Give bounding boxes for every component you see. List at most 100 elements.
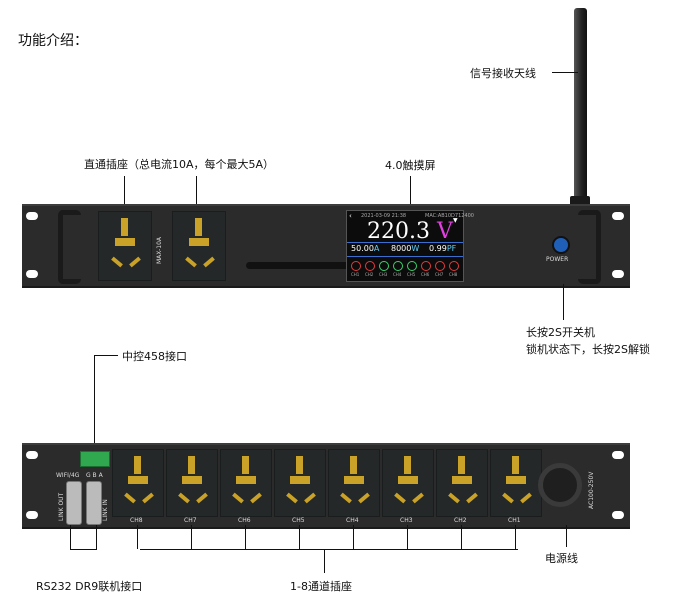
power-leader [563, 284, 564, 320]
front-panel: MAX-10A ‹ 2021-03-09 21:38 MAC:AB10D7124… [22, 204, 630, 288]
channel-label-ch6: CH6 [238, 517, 251, 524]
channel-toggle-ch8[interactable] [449, 261, 459, 271]
channel-label-ch5: CH5 [292, 517, 305, 524]
socket-pin [290, 476, 310, 484]
rack-hole [612, 270, 624, 278]
channel-toggle-ch2[interactable] [365, 261, 375, 271]
link-in-label: LINK IN [102, 499, 109, 521]
socket-pin [466, 492, 478, 504]
channel-label-ch8: CH8 [130, 517, 143, 524]
channel-toggle-ch3[interactable] [379, 261, 389, 271]
socket-pin [178, 492, 190, 504]
socket-pin [111, 256, 123, 268]
socket-pin [188, 456, 195, 474]
channel-toggle-label: CH8 [449, 272, 458, 277]
channels-leader-v [324, 549, 325, 573]
socket-pin [448, 492, 460, 504]
link-out-label: LINK OUT [58, 492, 65, 521]
power-button[interactable] [552, 236, 570, 254]
channel-toggle-ch6[interactable] [421, 261, 431, 271]
channel-toggle-label: CH7 [435, 272, 444, 277]
socket-pin [195, 218, 202, 236]
channel-socket-ch8 [112, 449, 164, 517]
rs232-leader-1 [70, 525, 71, 549]
link-out-port[interactable] [66, 481, 82, 525]
link-in-port[interactable] [86, 481, 102, 525]
channel-socket-ch6 [220, 449, 272, 517]
power-cord-gland [538, 463, 582, 507]
socket-pin [182, 476, 202, 484]
socket-pin [286, 492, 298, 504]
back-arrow-icon[interactable]: ‹ [349, 212, 352, 220]
channel-toggle-ch4[interactable] [393, 261, 403, 271]
power-unit: W [411, 244, 420, 253]
channel-toggle-label: CH1 [351, 272, 360, 277]
channel-socket-ch2 [436, 449, 488, 517]
socket-pin [203, 256, 215, 268]
socket-pin [296, 456, 303, 474]
socket-pin [232, 492, 244, 504]
channel-leader [353, 525, 354, 549]
socket-pin [142, 492, 154, 504]
power-value: 8000 [391, 244, 412, 253]
socket-pin [121, 218, 128, 236]
power-cord-leader [566, 525, 567, 547]
rating-label: MAX-10A [156, 237, 163, 264]
antenna [574, 8, 587, 206]
channel-toggle-label: CH4 [393, 272, 402, 277]
dropdown-icon[interactable]: ▼ [453, 217, 458, 224]
socket-pin [134, 456, 141, 474]
channel-toggle-ch7[interactable] [435, 261, 445, 271]
socket-pin [398, 476, 418, 484]
current-unit: A [373, 244, 380, 253]
channel-toggle-label: CH5 [407, 272, 416, 277]
pf-unit: PF [446, 244, 457, 253]
rack-hole [26, 511, 38, 519]
channels-label: 1-8通道插座 [290, 580, 352, 593]
socket-pin [185, 256, 197, 268]
channel-leader [137, 525, 138, 549]
channel-toggle-ch1[interactable] [351, 261, 361, 271]
power-note-line1: 长按2S开关机 [526, 326, 595, 339]
rack-hole [612, 511, 624, 519]
socket-pin [404, 456, 411, 474]
socket-pin [236, 476, 256, 484]
controller-port-label: 中控458接口 [122, 350, 187, 363]
rack-hole [26, 451, 38, 459]
page-title: 功能介绍： [18, 33, 88, 49]
channel-label-ch1: CH1 [508, 517, 521, 524]
socket-pin [520, 492, 532, 504]
channel-socket-ch7 [166, 449, 218, 517]
right-handle[interactable] [578, 210, 601, 284]
channel-label-ch7: CH7 [184, 517, 197, 524]
rs485-terminal[interactable] [80, 451, 110, 467]
socket-pin [412, 492, 424, 504]
touchscreen[interactable]: ‹ 2021-03-09 21:38 MAC:AB10D712400 220.3… [346, 210, 474, 282]
socket-pin [189, 238, 209, 246]
channel-toggle-ch5[interactable] [407, 261, 417, 271]
left-handle[interactable] [58, 210, 81, 284]
antenna-leader [552, 72, 578, 73]
socket-pin [358, 492, 370, 504]
channel-socket-ch4 [328, 449, 380, 517]
socket-pin [458, 456, 465, 474]
pf-reading: 0.99PF [429, 244, 456, 253]
socket-pin [115, 238, 135, 246]
socket-pin [452, 476, 472, 484]
channel-leader [461, 525, 462, 549]
power-note-line2: 锁机状态下，长按2S解锁 [526, 343, 650, 356]
rack-hole [26, 212, 38, 220]
channel-toggle-label: CH6 [421, 272, 430, 277]
socket-pin [340, 492, 352, 504]
channel-socket-ch1 [490, 449, 542, 517]
controller-leader-v [94, 355, 95, 447]
direct-socket-1 [98, 211, 152, 281]
channel-leader [245, 525, 246, 549]
touchscreen-leader [410, 176, 411, 204]
antenna-label: 信号接收天线 [470, 67, 536, 80]
socket-pin [512, 456, 519, 474]
card-slot [246, 262, 364, 269]
current-value: 50.00 [351, 244, 374, 253]
wifi-label: WIFI/4G [56, 472, 80, 479]
